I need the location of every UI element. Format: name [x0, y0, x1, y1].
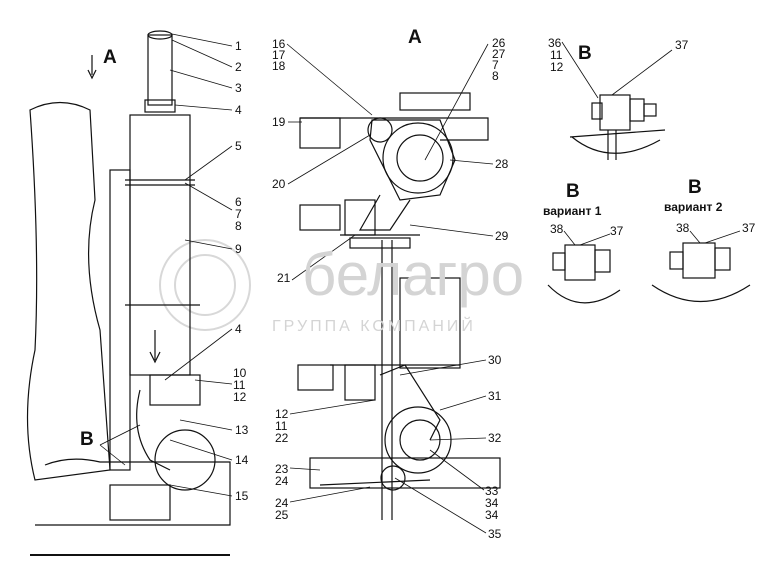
callout: 14: [235, 453, 249, 467]
callout: 23: [275, 462, 289, 476]
detail-b-title: B: [578, 43, 592, 64]
callout: 17: [272, 48, 286, 62]
callout: 15: [235, 489, 249, 503]
callout: 29: [495, 229, 509, 243]
callout: 37: [610, 224, 624, 238]
callout: 32: [488, 431, 502, 445]
callout: 27: [492, 47, 506, 61]
callout: 12: [275, 407, 289, 421]
callout: 38: [550, 222, 564, 236]
watermark-brand: белагро: [302, 241, 525, 308]
callout: 24: [275, 474, 289, 488]
callout: 30: [488, 353, 502, 367]
callout: 4: [235, 322, 242, 336]
callout: 33: [485, 484, 499, 498]
view-a-label: A: [103, 47, 117, 68]
callout: 12: [233, 390, 247, 404]
callout: 4: [235, 103, 242, 117]
callout: 22: [275, 431, 289, 445]
detail-b: [547, 94, 751, 304]
callout: 6: [235, 195, 242, 209]
callout: 28: [495, 157, 509, 171]
callout: 38: [676, 221, 690, 235]
watermark-logo: [159, 239, 251, 331]
callout: 5: [235, 139, 242, 153]
variant-1-label: вариант 1: [543, 204, 602, 218]
callout: 8: [492, 69, 499, 83]
callout: 18: [272, 59, 286, 73]
callout: 25: [275, 508, 289, 522]
callout: 35: [488, 527, 502, 541]
callout: 21: [277, 271, 291, 285]
callout: 34: [485, 508, 499, 522]
callout: 13: [235, 423, 249, 437]
callout: 11: [275, 419, 288, 433]
callout: 7: [235, 207, 242, 221]
callout: 2: [235, 60, 242, 74]
callout: 3: [235, 81, 242, 95]
callout: 31: [488, 389, 502, 403]
callout: 12: [550, 60, 564, 74]
callout: 16: [272, 37, 286, 51]
detail-b-var1-title: B: [566, 181, 580, 202]
callout: 9: [235, 242, 242, 256]
view-a-label: A: [408, 27, 422, 48]
callout: 24: [275, 496, 289, 510]
detail-b-var2-title: B: [688, 177, 702, 198]
callout: 37: [742, 221, 756, 235]
variant-2-label: вариант 2: [664, 200, 723, 214]
callout: 7: [492, 58, 499, 72]
callout: 20: [272, 177, 286, 191]
left-view: [26, 30, 231, 556]
callout: 19: [272, 115, 286, 129]
callout: 34: [485, 496, 499, 510]
watermark-subtitle: ГРУППА КОМПАНИЙ: [272, 318, 476, 335]
callout: 1: [235, 39, 242, 53]
callout: 10: [233, 366, 247, 380]
callout: 37: [675, 38, 689, 52]
callout: 26: [492, 36, 506, 50]
callout: 8: [235, 219, 242, 233]
callout: 11: [233, 378, 246, 392]
view-b-label: B: [80, 429, 94, 450]
middle-view: [297, 92, 501, 520]
callout: 11: [550, 48, 563, 62]
callout: 36: [548, 36, 562, 50]
